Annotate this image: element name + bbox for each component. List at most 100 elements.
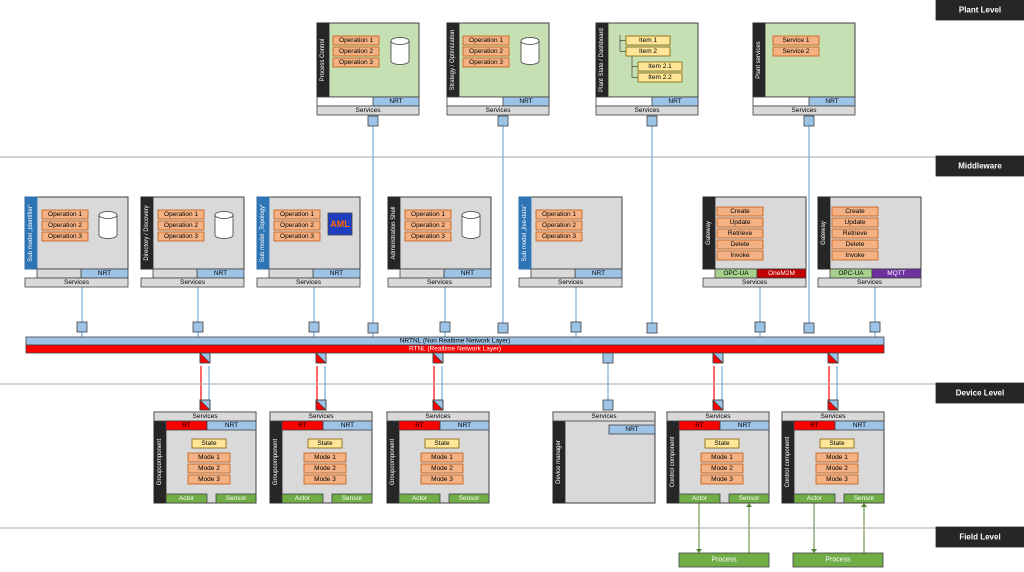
mode-tag-label: Mode 2: [431, 465, 453, 472]
connector-square: [754, 321, 766, 333]
operation-tag: [41, 220, 89, 231]
middleware-module-title: Directory / Discovery: [144, 205, 150, 260]
rt-label: RT: [298, 422, 307, 429]
rt-label: RT: [415, 422, 424, 429]
tree-item: [625, 35, 671, 46]
connector-square: [646, 115, 658, 127]
connector-frame: [315, 352, 327, 364]
connector-square: [646, 322, 658, 334]
arrow-head: [861, 503, 867, 507]
services-label: Services: [356, 107, 382, 114]
plant-module: Strategy / OptimizationNRTServicesOperat…: [446, 22, 550, 127]
rt-connector: [315, 352, 327, 364]
operation-tag: [157, 220, 205, 231]
plant-module-body: [595, 22, 699, 98]
operation-tag: [535, 231, 583, 242]
operation-tag-label: Operation 3: [469, 59, 503, 66]
middleware-module: Sub model „Topology“NRTServicesOperation…: [256, 196, 361, 333]
rt-label: RT: [695, 422, 704, 429]
tree-item: [637, 61, 683, 72]
services-label: Services: [193, 413, 219, 420]
database-body: [98, 215, 118, 239]
nrt-row-spacer: [530, 268, 576, 279]
process-box: [678, 552, 770, 568]
operation-tag-label: Operation 1: [339, 37, 373, 44]
actor-box: [398, 493, 441, 504]
nrt-label: NRT: [214, 270, 227, 277]
operation-tag-label: Operation 3: [48, 233, 82, 240]
middleware-module: Directory / DiscoveryNRTServicesOperatio…: [140, 196, 245, 333]
plant-module-title: Strategy / Optimization: [450, 30, 456, 91]
actor-label: Actor: [412, 495, 428, 502]
services-bar: [256, 277, 361, 288]
services-label: Services: [309, 413, 335, 420]
actor-label: Actor: [295, 495, 311, 502]
device-module-title: Device manager: [556, 440, 562, 484]
rt-connector: [827, 352, 839, 364]
plant-module-title: Plant services: [756, 41, 762, 78]
rt-connector: [199, 399, 211, 411]
operation-tag-label: Operation 2: [542, 222, 576, 229]
process-label: Process: [711, 557, 737, 564]
mode-tag: [187, 463, 231, 474]
operation-tag: [157, 231, 205, 242]
device-module-title: Groupcomponent: [390, 438, 396, 485]
actor-box: [678, 493, 721, 504]
mode-tag-label: Mode 1: [826, 454, 848, 461]
database-icon: [98, 211, 118, 239]
gateway-op-tag-label: Retrieve: [728, 230, 753, 237]
operation-tag: [462, 46, 510, 57]
operation-tag-label: Operation 2: [411, 222, 445, 229]
mode-tag: [815, 463, 859, 474]
middleware-module-side: [256, 196, 270, 270]
nrtnl-label: NRTNL (Non Realtime Network Layer): [400, 338, 511, 345]
opcua-label: OPC-UA: [723, 270, 749, 277]
gateway-op-tag: [831, 206, 879, 217]
gateway-op-tag-label: Invoke: [730, 252, 750, 259]
operation-tag-label: Operation 3: [164, 233, 198, 240]
operation-tag-label: Operation 2: [164, 222, 198, 229]
operation-tag: [404, 220, 452, 231]
process-box: [792, 552, 884, 568]
operation-tag-label: Operation 1: [469, 37, 503, 44]
level-header-plant: [935, 0, 1024, 21]
operation-tag: [535, 220, 583, 231]
operation-tag-label: Operation 1: [411, 211, 445, 218]
level-header-plant-label: Plant Level: [959, 6, 1001, 15]
mode-tag: [420, 452, 464, 463]
operation-tag: [404, 231, 452, 242]
nrt-label: NRT: [625, 426, 638, 433]
services-bar: [24, 277, 129, 288]
level-header-field-label: Field Level: [959, 533, 1000, 542]
operation-tag-label: Operation 2: [48, 222, 82, 229]
middleware-module-title: Administration Shell: [391, 206, 397, 259]
mode-tag: [303, 463, 347, 474]
state-box: [819, 438, 855, 449]
nrt-row-spacer: [36, 268, 82, 279]
database-top: [98, 211, 118, 219]
state-label: State: [317, 440, 333, 447]
operation-tag: [462, 35, 510, 46]
tree-item-label: Item 1: [639, 37, 657, 44]
operation-tag: [462, 57, 510, 68]
connection-lines: [81, 126, 876, 553]
database-icon: [214, 211, 234, 239]
nrt-label: NRT: [98, 270, 111, 277]
database-body: [461, 215, 481, 239]
mode-tag-label: Mode 3: [431, 476, 453, 483]
nrt-row-spacer: [152, 268, 198, 279]
operation-tag-label: Operation 2: [339, 48, 373, 55]
gateway-op-tag: [716, 217, 764, 228]
gateway-op-tag-label: Update: [730, 219, 751, 226]
database-body: [520, 41, 540, 65]
mode-tag: [815, 452, 859, 463]
nrt-label-box: [608, 424, 656, 435]
database-body: [390, 41, 410, 65]
actor-box: [165, 493, 208, 504]
services-bar: [552, 411, 656, 422]
level-header-field: [935, 526, 1024, 548]
middleware-module-side: [518, 196, 532, 270]
database-top: [461, 211, 481, 219]
